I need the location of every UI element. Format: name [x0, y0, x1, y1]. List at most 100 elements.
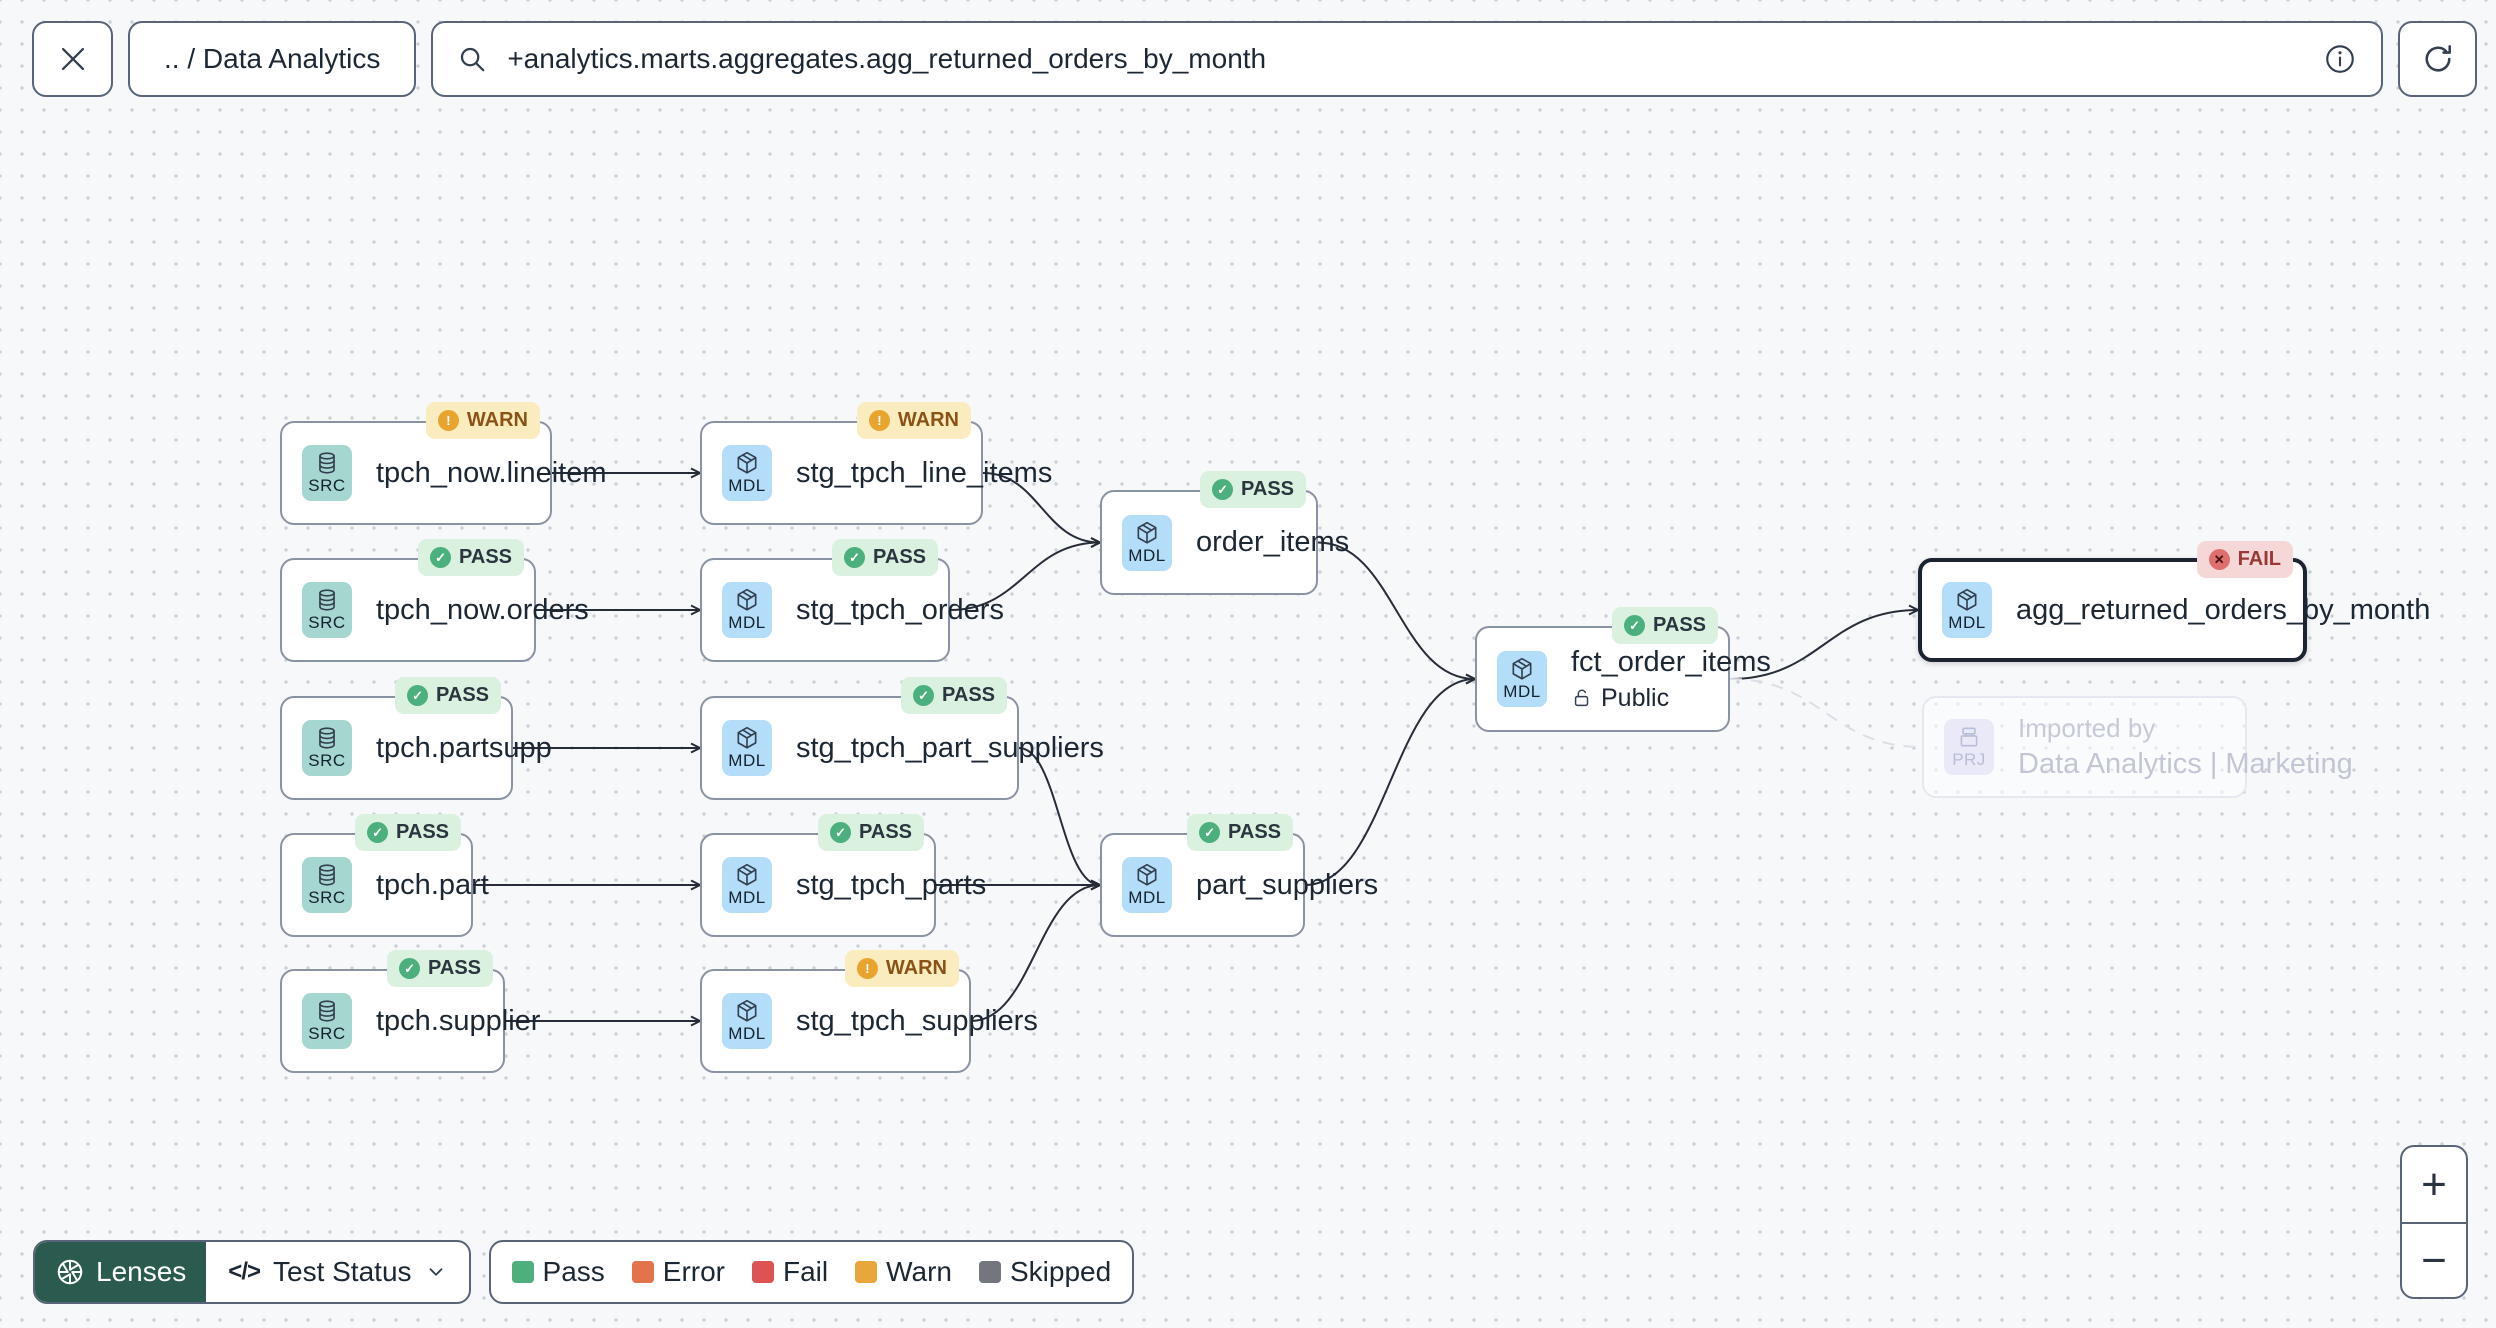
node-text: stg_tpch_part_suppliers [796, 732, 1104, 765]
status-badge-pass: ✓PASS [355, 814, 461, 851]
refresh-button[interactable] [2398, 21, 2477, 97]
edge-part_suppliers-to-fct_order_items [1304, 673, 1478, 886]
status-badge-pass: ✓PASS [901, 677, 1007, 714]
status-badge-label: PASS [1228, 821, 1281, 843]
status-pass-icon: ✓ [430, 547, 452, 568]
mdl-resource-icon: MDL [1497, 651, 1547, 707]
legend-swatch-warn [855, 1261, 878, 1283]
status-badge-pass: ✓PASS [1200, 471, 1306, 508]
edge-fct_order_items-to-agg_returned_orders_by_month [1729, 604, 1921, 680]
status-badge-warn: ! WARN [844, 950, 959, 987]
node-label: stg_tpch_orders [796, 593, 1004, 626]
status-badge-pass: ✓ PASS [418, 539, 524, 576]
legend-label: Pass [542, 1256, 605, 1287]
status-badge-pass: ✓ PASS [818, 814, 924, 851]
node-stg_tpch_orders[interactable]: ✓PASS MDL stg_tpch_orders [700, 539, 1004, 662]
node-text: part_suppliers [1196, 869, 1378, 902]
node-label: agg_returned_orders_by_month [2016, 593, 2431, 626]
resource-kind-label: SRC [308, 751, 346, 770]
node-text: stg_tpch_suppliers [796, 1005, 1038, 1038]
status-badge-label: PASS [459, 546, 512, 568]
resource-kind-label: MDL [1503, 682, 1541, 701]
node-text: tpch.supplier [376, 1005, 540, 1038]
node-label: stg_tpch_parts [796, 868, 987, 901]
lenses-label: Lenses [96, 1256, 187, 1287]
status-badge-warn: !WARN [856, 402, 971, 439]
legend-swatch-error [631, 1261, 654, 1283]
edge-stg_tpch_suppliers-to-part_suppliers [970, 879, 1103, 1022]
status-badge-label: PASS [859, 821, 912, 843]
src-resource-icon: SRC [302, 445, 352, 501]
node-stg_tpch_suppliers[interactable]: ! WARN MDL stg_tpch_suppliers [700, 950, 1038, 1073]
top-toolbar: .. / Data Analytics [32, 21, 2477, 97]
status-badge-label: WARN [885, 957, 947, 979]
status-badge-pass: ✓PASS [832, 539, 938, 576]
code-icon: </> [228, 1258, 261, 1285]
breadcrumb-label: .. / Data Analytics [164, 43, 381, 74]
legend-swatch-skipped [978, 1261, 1001, 1283]
search-input[interactable] [505, 42, 2305, 76]
resource-kind-label: SRC [308, 476, 346, 495]
mdl-resource-icon: MDL [1942, 582, 1992, 638]
legend-item-pass: Pass [511, 1256, 605, 1288]
info-icon[interactable] [2323, 42, 2357, 76]
lens-selector[interactable]: </> Test Status [206, 1242, 468, 1302]
resource-kind-label: SRC [308, 1024, 346, 1043]
legend-label: Warn [886, 1256, 952, 1287]
status-badge-label: WARN [897, 409, 959, 431]
status-badge-label: FAIL [2237, 548, 2281, 570]
resource-kind-label: MDL [728, 613, 766, 632]
src-resource-icon: SRC [302, 993, 352, 1049]
legend-label: Error [662, 1256, 725, 1287]
status-pass-icon: ✓ [844, 547, 866, 568]
access-label: Public [1601, 683, 1670, 712]
legend-item-fail: Fail [752, 1256, 828, 1288]
status-warn-icon: ! [856, 958, 878, 979]
status-badge-label: PASS [1653, 614, 1706, 636]
edge-fct_order_items-to-imported_by [1729, 678, 1923, 748]
chevron-down-icon [429, 1268, 442, 1276]
mdl-resource-icon: MDL [722, 993, 772, 1049]
status-badge-label: PASS [1241, 478, 1294, 500]
node-label: tpch_now.orders [376, 593, 589, 626]
resource-kind-label: SRC [308, 888, 346, 907]
edges [473, 467, 1923, 1027]
legend-item-warn: Warn [855, 1256, 952, 1288]
status-badge-pass: ✓PASS [1612, 607, 1718, 644]
lenses-button[interactable]: Lenses [35, 1242, 207, 1302]
zoom-in-button[interactable]: + [2421, 1159, 2447, 1209]
resource-kind-label: PRJ [1952, 750, 1986, 769]
zoom-controls: + − [2400, 1145, 2468, 1299]
node-text: order_items [1196, 526, 1349, 559]
breadcrumb[interactable]: .. / Data Analytics [128, 21, 417, 97]
lens-bar: Lenses </> Test Status Pass Error Fail Warn… [33, 1240, 1135, 1304]
status-pass-icon: ✓ [1199, 822, 1221, 843]
zoom-out-button[interactable]: − [2402, 1222, 2466, 1297]
resource-kind-label: MDL [1128, 888, 1166, 907]
node-part_suppliers[interactable]: ✓ PASS MDL part_suppliers [1100, 814, 1378, 937]
mdl-resource-icon: MDL [722, 445, 772, 501]
status-pass-icon: ✓ [830, 822, 852, 843]
close-button[interactable] [32, 21, 113, 97]
node-label: Imported by [2018, 713, 2156, 743]
node-label: fct_order_items [1571, 645, 1771, 678]
access-row: Public [1571, 684, 1771, 713]
status-badge-warn: !WARN [425, 402, 540, 439]
search-bar[interactable] [431, 21, 2383, 97]
src-resource-icon: SRC [302, 720, 352, 776]
